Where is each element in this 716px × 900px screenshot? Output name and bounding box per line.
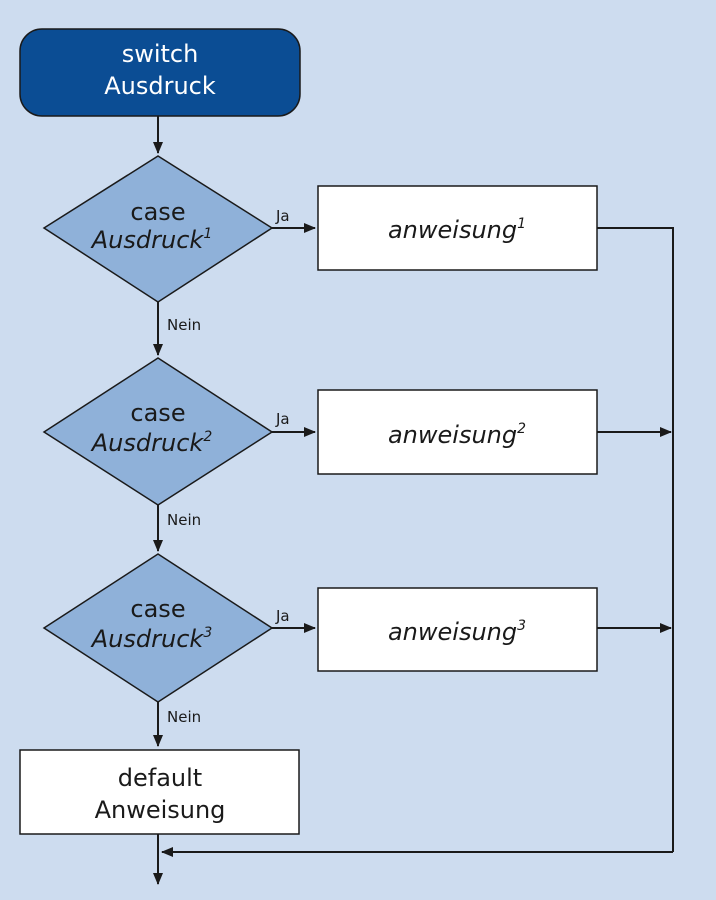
case2-expression: Ausdruck2 <box>90 429 213 457</box>
case2-statement: anweisung2 <box>388 421 526 449</box>
default-box-line2: Anweisung <box>95 796 226 824</box>
case2-no-label: Nein <box>167 511 201 529</box>
start-node-line1: switch <box>122 40 199 68</box>
case3-expression: Ausdruck3 <box>90 625 212 653</box>
case3-statement: anweisung3 <box>388 618 526 646</box>
start-node-line2: Ausdruck <box>104 72 216 100</box>
case3-keyword: case <box>130 595 185 623</box>
case1-expression: Ausdruck1 <box>90 226 212 254</box>
case2-keyword: case <box>130 399 185 427</box>
start-node <box>19 28 301 117</box>
case1-yes-label: Ja <box>275 207 290 225</box>
case2-yes-label: Ja <box>275 410 290 428</box>
case1-statement: anweisung1 <box>388 216 526 244</box>
merge-line-case1 <box>597 227 674 852</box>
case1-no-label: Nein <box>167 316 201 334</box>
default-box <box>19 749 300 835</box>
case3-no-label: Nein <box>167 708 201 726</box>
case3-statement-box <box>317 587 598 672</box>
case3-yes-label: Ja <box>275 607 290 625</box>
default-box-line1: default <box>118 764 202 792</box>
case1-keyword: case <box>130 198 185 226</box>
